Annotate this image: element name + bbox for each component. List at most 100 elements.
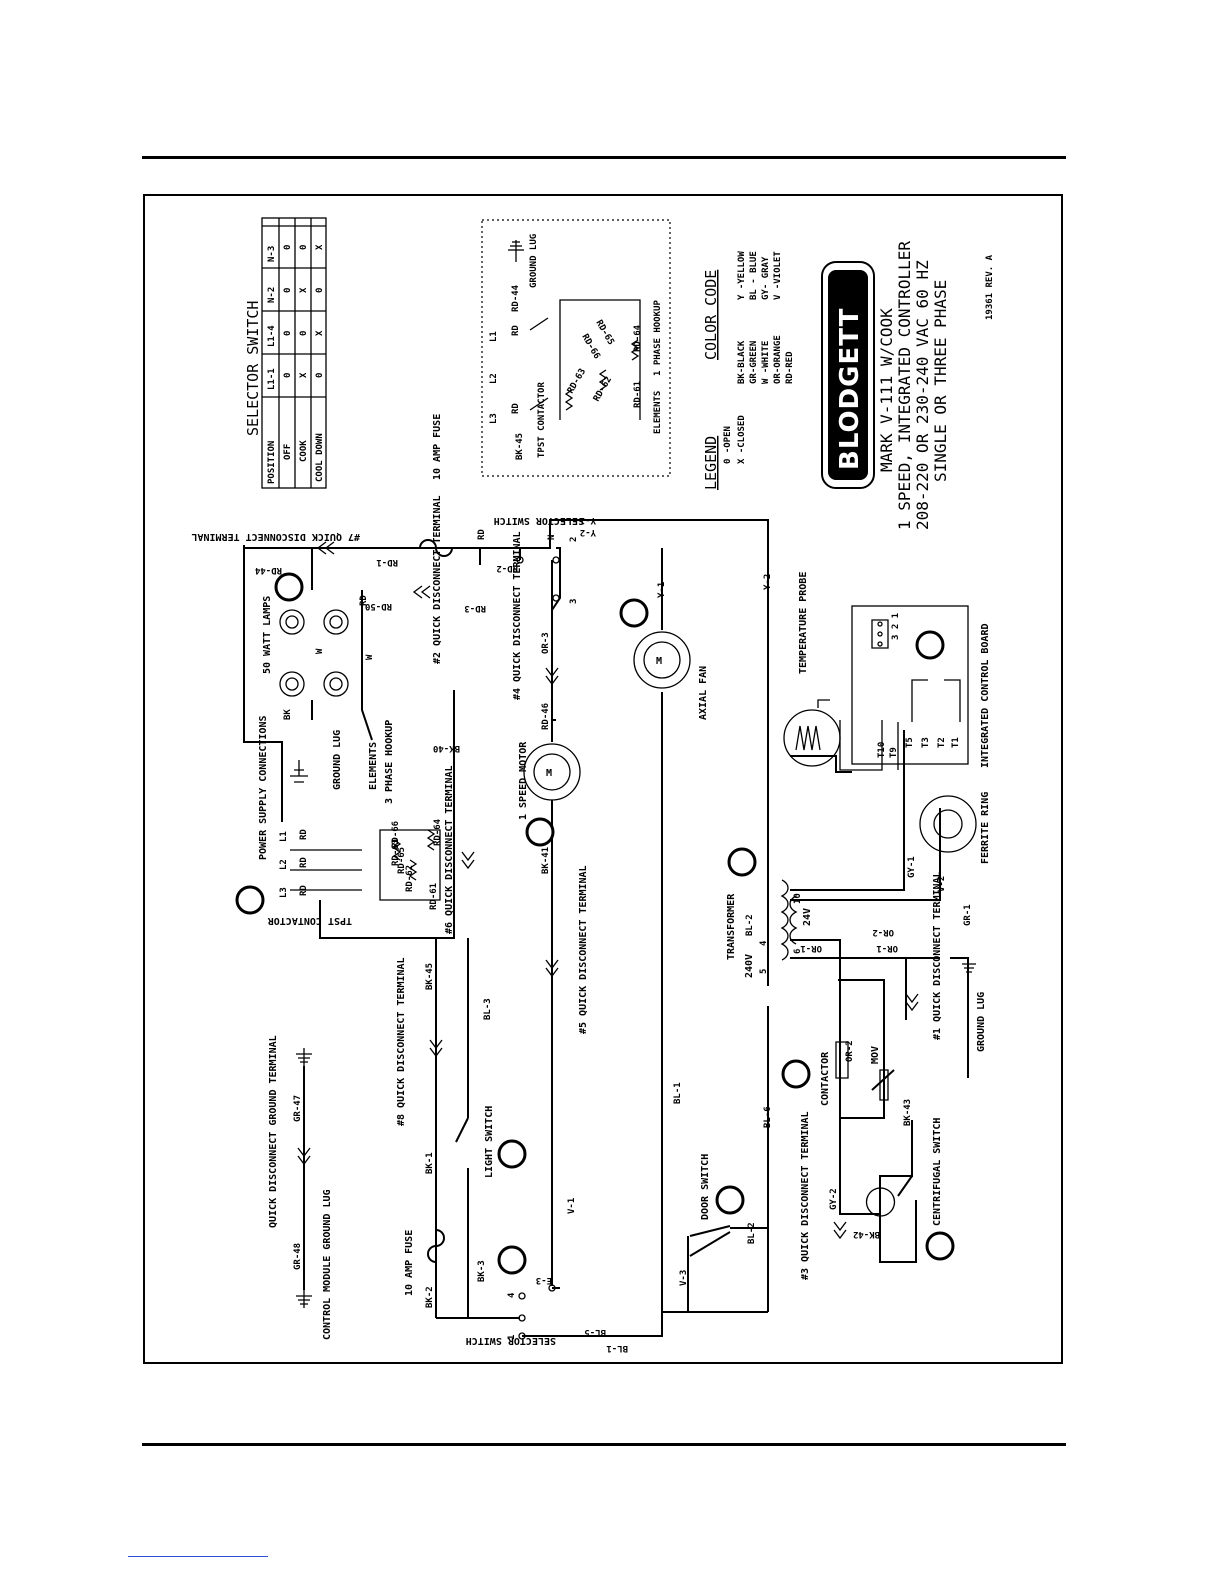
sp-hookup: 1 PHASE HOOKUP [653, 300, 663, 376]
label-qd1: #1 QUICK DISCONNECT TERMINAL [932, 871, 943, 1040]
single-phase-hookup-box: GROUND LUG RD-44 L1 L2 L3 RD RD BK-45 TP… [481, 219, 671, 477]
model-line-2: 1 SPEED, INTEGRATED CONTROLLER [895, 241, 914, 530]
wire-rd-l1: RD [299, 829, 309, 840]
selector-switch-table: SELECTOR SWITCH POSITION L1-1 L1-4 N-2 N… [244, 217, 327, 489]
sp-rd-b: RD [511, 403, 521, 414]
mov-icon [871, 1069, 895, 1091]
th-position: POSITION [267, 441, 277, 484]
cell-off-3: 0 [283, 288, 293, 293]
sp-rd-a: RD [511, 325, 521, 336]
label-24v: 24V [802, 908, 813, 926]
label-door-switch: DOOR SWITCH [700, 1154, 711, 1220]
qd-chevrons [297, 541, 919, 1240]
cell-cook-2: 0 [299, 331, 309, 336]
lamp-1 [279, 609, 305, 635]
cc-w: W -WHITE [761, 341, 771, 384]
sp-rd63: RD-63 [566, 367, 588, 395]
cc-gy: GY- GRAY [761, 256, 771, 300]
label-qd3: #3 QUICK DISCONNECT TERMINAL [800, 1111, 811, 1280]
wire-y1-a: Y-1 [580, 515, 596, 525]
label-centrifugal: CENTRIFUGAL SWITCH [932, 1118, 943, 1226]
tr-num-6: 6 [793, 949, 803, 954]
terminal-rings [235, 572, 955, 1275]
wire-bl3: BL-3 [483, 998, 493, 1020]
wire-v3: V-3 [679, 1270, 689, 1286]
wire-gr1: GR-1 [963, 904, 973, 926]
wire-v1: V-1 [567, 1198, 577, 1214]
th-l1-1: L1-1 [267, 368, 277, 390]
wire-rd44: RD-44 [254, 565, 282, 575]
wire-rd46: RD-46 [541, 703, 551, 730]
color-code-block: COLOR CODE BK-BLACK Y -YELLOW GR-GREEN B… [702, 251, 795, 384]
wire-gy2: GY-2 [829, 1188, 839, 1210]
bottom-rule [142, 1443, 1066, 1446]
wire-y2-b: Y-2 [763, 574, 773, 590]
label-fuse-top: 10 AMP FUSE [432, 414, 443, 480]
wire-or3: OR-3 [541, 632, 551, 654]
wire-bk43: BK-43 [903, 1099, 913, 1126]
th-n-2: N-2 [267, 287, 277, 303]
cell-cooldown-3: 0 [315, 288, 325, 293]
cell-cook: COOK [299, 440, 309, 462]
sp-l3: L3 [489, 413, 499, 424]
wire-gy1: GY-1 [907, 856, 917, 878]
wire-or2-b: OR-2 [845, 1040, 855, 1062]
wire-bk42: BK-42 [853, 1229, 880, 1239]
label-lamps: 50 WATT LAMPS [262, 596, 273, 674]
label-axial-fan: AXIAL FAN [698, 666, 709, 720]
footer-link-line [128, 1556, 268, 1557]
drawing-number: 19361 REV. A [985, 254, 995, 320]
cell-cook-1: X [299, 372, 309, 378]
label-mov: MOV [870, 1046, 881, 1064]
centrifugal-switch-icon [865, 1187, 896, 1217]
label-ground-lug-b: GROUND LUG [976, 992, 987, 1052]
wire-rd-l3: RD [299, 885, 309, 896]
wire-bk1: BK-1 [425, 1152, 435, 1174]
th-n-3: N-3 [267, 246, 277, 262]
tr-num-4: 4 [759, 940, 769, 946]
sp-rd62: RD-62 [592, 375, 614, 403]
wire-l2: L2 [279, 859, 289, 870]
sp-ground-lug: GROUND LUG [529, 234, 539, 288]
color-code-title: COLOR CODE [702, 270, 720, 360]
ground-symbols [290, 760, 976, 1308]
wire-bl1: BL-1 [673, 1082, 683, 1104]
wire-bl5: BL-5 [584, 1327, 606, 1337]
cc-y: Y -YELLOW [737, 251, 747, 300]
wire-rd65: RD-65 [397, 847, 407, 874]
label-selector-top: SELECTOR SWITCH [494, 515, 584, 526]
wire-l1: L1 [279, 831, 289, 842]
label-ground-lug-top: GROUND LUG [332, 730, 343, 790]
wire-bl6: BL-6 [763, 1106, 773, 1128]
wire-v2: V-2 [937, 876, 947, 892]
door-switch-icon [689, 1225, 731, 1257]
cell-cooldown-2: X [315, 330, 325, 336]
cc-bl: BL - BLUE [749, 251, 759, 300]
label-qd6: #6 QUICK DISCONNECT TERMINAL [444, 765, 455, 934]
cell-off-2: 0 [283, 331, 293, 336]
cc-gr: GR-GREEN [749, 341, 759, 384]
legend-block: LEGEND 0 -OPEN X -CLOSED [702, 415, 747, 490]
label-240v: 240V [744, 954, 755, 978]
wire-rd64: RD-64 [433, 818, 443, 846]
wire-bl1-b: BL-1 [606, 1343, 628, 1353]
label-contactor: CONTACTOR [820, 1051, 831, 1106]
pin-t10: T10 [877, 742, 887, 758]
axial-fan-icon: M [633, 631, 691, 689]
model-line-4: SINGLE OR THREE PHASE [931, 280, 950, 482]
label-hookup3: 3 PHASE HOOKUP [384, 720, 395, 804]
cell-cooldown: COOL DOWN [315, 433, 325, 482]
pin-321: 3 2 1 [891, 613, 901, 640]
speed-motor-icon: M [523, 743, 581, 801]
wire-rd62: RD-62 [405, 865, 415, 892]
wire-e3: E-3 [536, 1275, 552, 1285]
label-power-supply: POWER SUPPLY CONNECTIONS [258, 716, 269, 861]
cell-off-4: 0 [283, 245, 293, 250]
wire-bl2-b: BL-2 [747, 1222, 757, 1244]
top-rule [142, 156, 1066, 159]
svg-text:M: M [656, 656, 662, 667]
wire-rd3: RD-3 [464, 603, 486, 613]
sp-rd65: RD-65 [593, 319, 615, 347]
pin-t9: T9 [889, 747, 899, 758]
wire-l3: L3 [279, 887, 289, 898]
